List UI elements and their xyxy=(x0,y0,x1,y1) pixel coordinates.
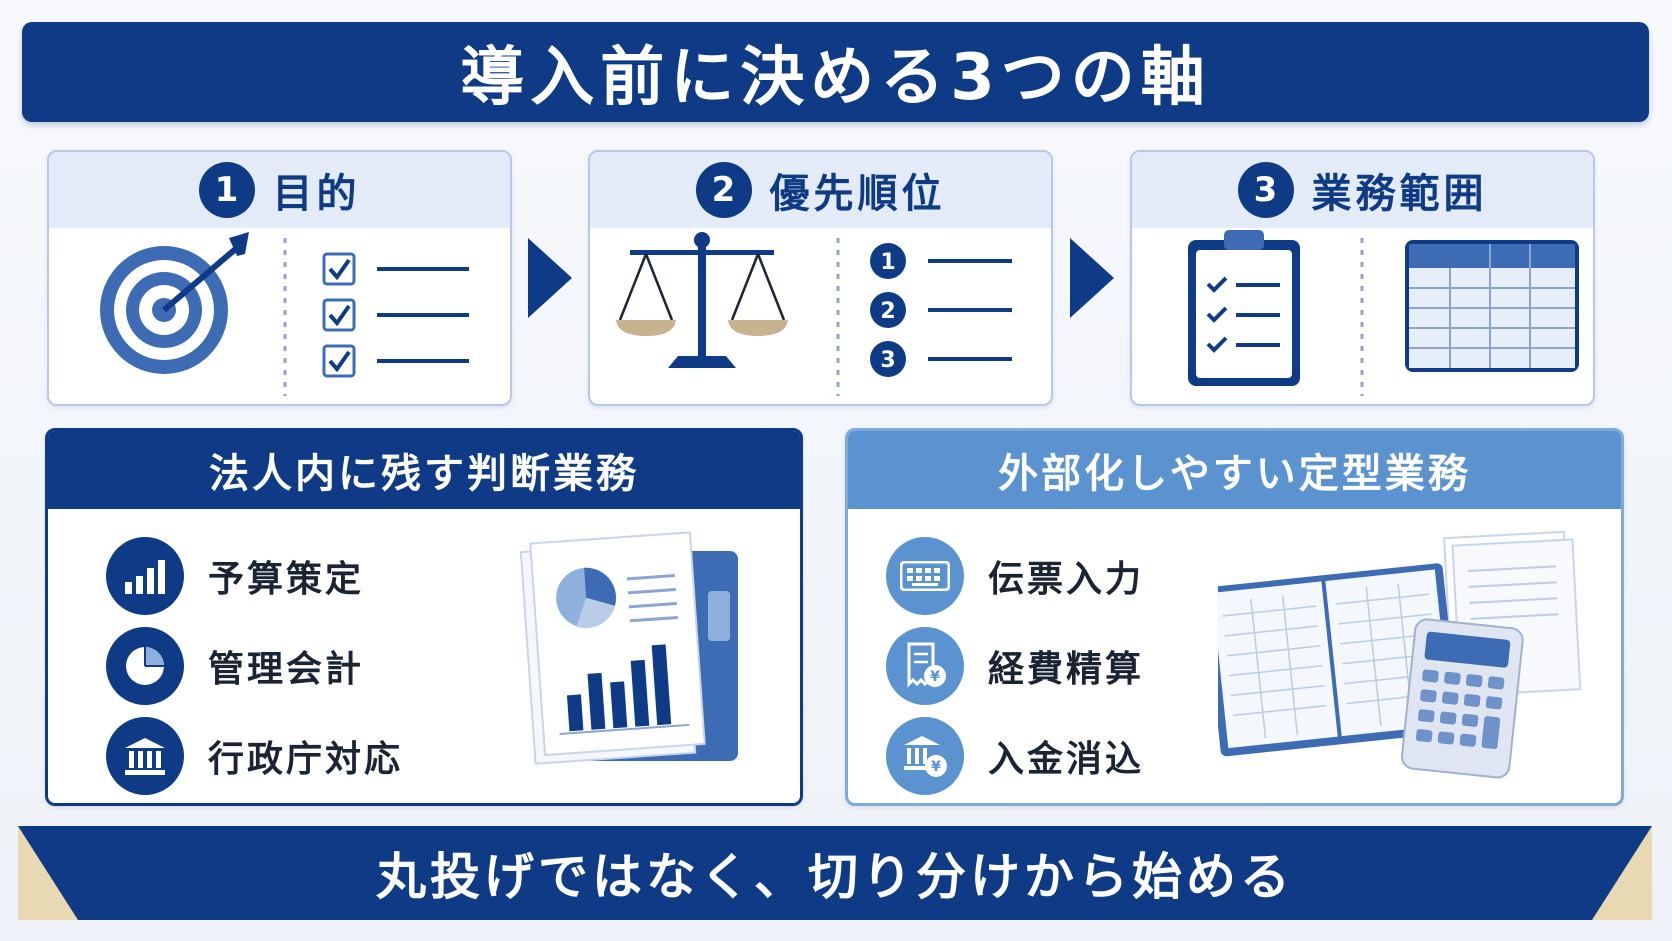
axis-label: 優先順位 xyxy=(769,171,946,217)
axis-header: 3 業務範囲 xyxy=(1132,152,1593,228)
task-label: 経費精算 xyxy=(988,649,1145,690)
number-badge: 1 xyxy=(198,162,255,218)
title-banner: 導入前に決める3つの軸 xyxy=(22,22,1649,122)
task-label: 行政庁対応 xyxy=(208,739,404,780)
axis-body: 1 2 3 xyxy=(590,228,1051,404)
axis-card-purpose: 1 目的 xyxy=(47,150,512,406)
list-item: 伝票入力 xyxy=(886,531,1144,621)
task-label: 管理会計 xyxy=(208,649,365,690)
arrow-right-icon xyxy=(528,238,572,318)
rank-1-label: 1 xyxy=(880,250,895,275)
svg-text:¥: ¥ xyxy=(930,669,940,685)
external-task-list: 伝票入力 ¥ 経費精算 xyxy=(886,531,1144,801)
internal-tasks-title: 法人内に残す判断業務 xyxy=(209,451,639,497)
internal-tasks-card: 法人内に残す判断業務 予算策定 管理会計 xyxy=(45,428,803,806)
axis-label: 目的 xyxy=(272,171,361,217)
list-item: ¥ 経費精算 xyxy=(886,621,1144,711)
balance-scale-icon xyxy=(616,232,840,396)
internal-task-list: 予算策定 管理会計 xyxy=(106,531,403,801)
footer-banner: 丸投げではなく、切り分けから始める xyxy=(18,826,1652,920)
ranked-list-icon: 1 2 3 xyxy=(870,243,1012,377)
external-tasks-card: 外部化しやすい定型業務 伝票入力 xyxy=(845,428,1624,806)
list-item: 管理会計 xyxy=(106,621,403,711)
list-item: ¥ 入金消込 xyxy=(886,711,1144,801)
external-tasks-header: 外部化しやすい定型業務 xyxy=(848,431,1621,509)
report-folder-icon xyxy=(519,531,738,765)
list-item: 予算策定 xyxy=(106,531,403,621)
svg-text:¥: ¥ xyxy=(931,759,941,775)
target-icon xyxy=(100,232,287,396)
footer-message: 丸投げではなく、切り分けから始める xyxy=(376,848,1294,906)
axis-label: 業務範囲 xyxy=(1311,171,1488,217)
receipt-yen-icon: ¥ xyxy=(886,627,964,705)
axis-card-priority: 2 優先順位 1 2 xyxy=(588,150,1053,406)
axis-header: 2 優先順位 xyxy=(590,152,1051,228)
ledger-calculator-icon xyxy=(1218,531,1582,779)
bar-chart-icon xyxy=(106,537,184,615)
government-building-icon xyxy=(106,717,184,795)
number-badge: 2 xyxy=(695,162,752,218)
list-item: 行政庁対応 xyxy=(106,711,403,801)
axis-card-scope: 3 業務範囲 xyxy=(1130,150,1595,406)
clipboard-checklist-icon xyxy=(1188,230,1364,396)
axis-body xyxy=(1132,228,1593,404)
footer-banner-inner: 丸投げではなく、切り分けから始める xyxy=(18,826,1652,920)
axis-body xyxy=(49,228,510,404)
pie-chart-icon xyxy=(106,627,184,705)
table-grid-icon xyxy=(1405,240,1579,372)
task-label: 入金消込 xyxy=(988,739,1145,780)
external-tasks-title: 外部化しやすい定型業務 xyxy=(998,451,1471,497)
axis-header: 1 目的 xyxy=(49,152,510,228)
bank-yen-icon: ¥ xyxy=(886,717,964,795)
keyboard-icon xyxy=(886,537,964,615)
rank-3-label: 3 xyxy=(880,348,895,373)
rank-2-label: 2 xyxy=(880,299,895,324)
task-label: 予算策定 xyxy=(208,559,365,600)
page-title: 導入前に決める3つの軸 xyxy=(460,41,1211,115)
internal-tasks-header: 法人内に残す判断業務 xyxy=(48,431,800,509)
checklist-icon xyxy=(322,252,469,378)
arrow-right-icon xyxy=(1070,238,1114,318)
task-label: 伝票入力 xyxy=(988,559,1145,600)
number-badge: 3 xyxy=(1237,162,1294,218)
